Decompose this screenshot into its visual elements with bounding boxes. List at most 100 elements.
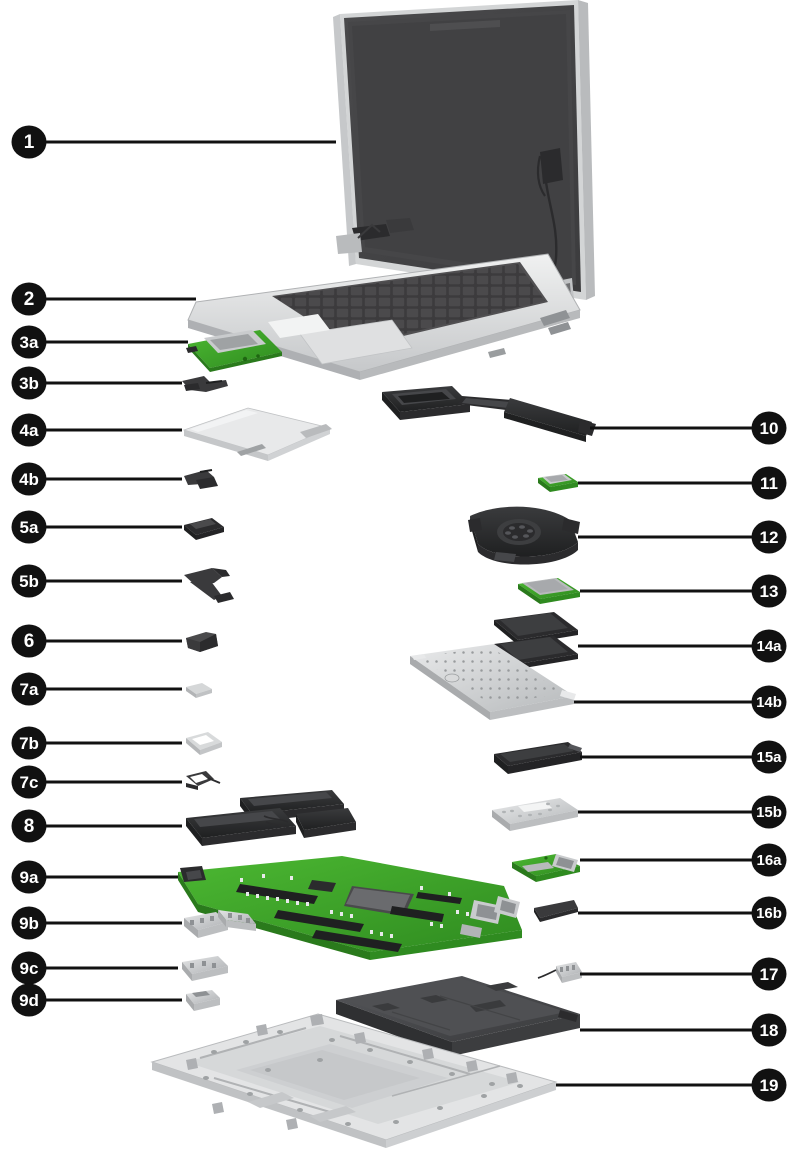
callout-bubble-5b[interactable] [11,564,47,598]
part-usb-board [512,854,580,882]
callout-bubble-3b[interactable] [11,366,47,400]
callout-label-4a: 4a [20,421,39,440]
part-system-board [178,856,522,960]
callout-18[interactable]: 18 [580,1013,787,1047]
callout-bubble-10[interactable] [751,411,787,445]
callout-7a[interactable]: 7a [11,672,183,706]
part-solid-state-drive-shield [492,798,578,831]
part-fingerprint-reader-bracket [184,568,234,603]
callout-bubble-17[interactable] [751,957,787,991]
callout-bubble-11[interactable] [751,466,787,500]
callout-label-9b: 9b [19,914,39,933]
callout-bubble-2[interactable] [11,282,47,316]
callout-15a[interactable]: 15a [580,740,787,774]
callout-label-3b: 3b [19,374,39,393]
callout-label-6: 6 [24,631,35,652]
callout-9d[interactable]: 9d [11,983,183,1017]
callout-6[interactable]: 6 [11,624,183,658]
callout-label-8: 8 [24,816,35,837]
callout-bubble-15b[interactable] [751,795,787,829]
callout-4a[interactable]: 4a [11,413,183,447]
callout-14b[interactable]: 14b [574,685,787,719]
callout-9a[interactable]: 9a [11,860,179,894]
part-touchpad [182,407,332,461]
callout-13[interactable]: 13 [580,574,787,608]
callout-label-1: 1 [24,132,35,153]
callout-4b[interactable]: 4b [11,462,183,496]
callout-7c[interactable]: 7c [11,765,183,799]
callout-8[interactable]: 8 [11,809,183,843]
callout-label-17: 17 [760,965,779,984]
callout-3b[interactable]: 3b [11,366,183,400]
part-wwan-module [518,578,580,604]
callout-bubble-13[interactable] [751,574,787,608]
callout-10[interactable]: 10 [590,411,787,445]
callout-12[interactable]: 12 [578,520,787,554]
callout-bubble-8[interactable] [11,809,47,843]
callout-19[interactable]: 19 [556,1068,787,1102]
callout-2[interactable]: 2 [11,282,197,316]
part-system-board-bracket-c [182,956,228,981]
part-smart-card-reader-board [186,330,282,372]
callout-label-7c: 7c [20,773,39,792]
part-smart-card-reader-cable [182,376,228,392]
part-bottom-cover [150,1013,558,1148]
callout-label-16b: 16b [756,905,782,922]
callout-label-11: 11 [760,474,778,493]
part-usb-board-cable [534,900,578,922]
callout-label-10: 10 [760,419,779,438]
part-power-connector-cable [537,962,582,983]
part-solid-state-drive [494,742,582,774]
callout-label-14b: 14b [756,694,782,711]
callout-15b[interactable]: 15b [578,795,787,829]
callout-bubble-4b[interactable] [11,462,47,496]
callout-bubble-7c[interactable] [11,765,47,799]
callout-9c[interactable]: 9c [11,951,179,985]
callout-bubble-9c[interactable] [11,951,47,985]
callout-bubble-5a[interactable] [11,510,47,544]
callout-7b[interactable]: 7b [11,726,183,760]
callout-11[interactable]: 11 [578,466,787,500]
callout-bubble-18[interactable] [751,1013,787,1047]
part-memory-shield [410,644,576,720]
part-heat-sink [382,386,596,442]
callout-16b[interactable]: 16b [578,896,787,930]
callout-16a[interactable]: 16a [580,843,787,877]
callout-1[interactable]: 1 [11,125,337,159]
part-nfc-cable [186,771,221,790]
callout-label-19: 19 [760,1076,779,1095]
callout-label-7a: 7a [20,680,39,699]
callout-5a[interactable]: 5a [11,510,183,544]
callout-bubble-15a[interactable] [751,740,787,774]
callout-bubble-9a[interactable] [11,860,47,894]
callout-label-15b: 15b [756,804,782,821]
part-top-cover-with-keyboard [187,253,581,380]
callout-14a[interactable]: 14a [578,629,787,663]
callout-bubble-6[interactable] [11,624,47,658]
callout-label-5b: 5b [19,572,39,591]
callout-bubble-9b[interactable] [11,906,47,940]
callout-bubble-19[interactable] [751,1068,787,1102]
callout-bubble-9d[interactable] [11,983,47,1017]
callout-5b[interactable]: 5b [11,564,183,598]
part-nfc-bracket [186,732,222,755]
callout-bubble-14a[interactable] [751,629,787,663]
callout-layer: 123a3b4a4b5a5b67a7b7c89a9b9c9d1011121314… [11,125,787,1102]
callout-bubble-1[interactable] [11,125,47,159]
part-display-assembly [333,0,595,304]
callout-bubble-12[interactable] [751,520,787,554]
callout-bubble-14b[interactable] [751,685,787,719]
callout-bubble-3a[interactable] [11,325,47,359]
callout-bubble-4a[interactable] [11,413,47,447]
callout-label-15a: 15a [756,749,782,766]
callout-17[interactable]: 17 [580,957,787,991]
callout-bubble-7a[interactable] [11,672,47,706]
callout-9b[interactable]: 9b [11,906,183,940]
callout-3a[interactable]: 3a [11,325,189,359]
callout-label-18: 18 [760,1021,779,1040]
callout-label-9c: 9c [20,959,39,978]
callout-bubble-16a[interactable] [751,843,787,877]
callout-bubble-16b[interactable] [751,896,787,930]
callout-bubble-7b[interactable] [11,726,47,760]
